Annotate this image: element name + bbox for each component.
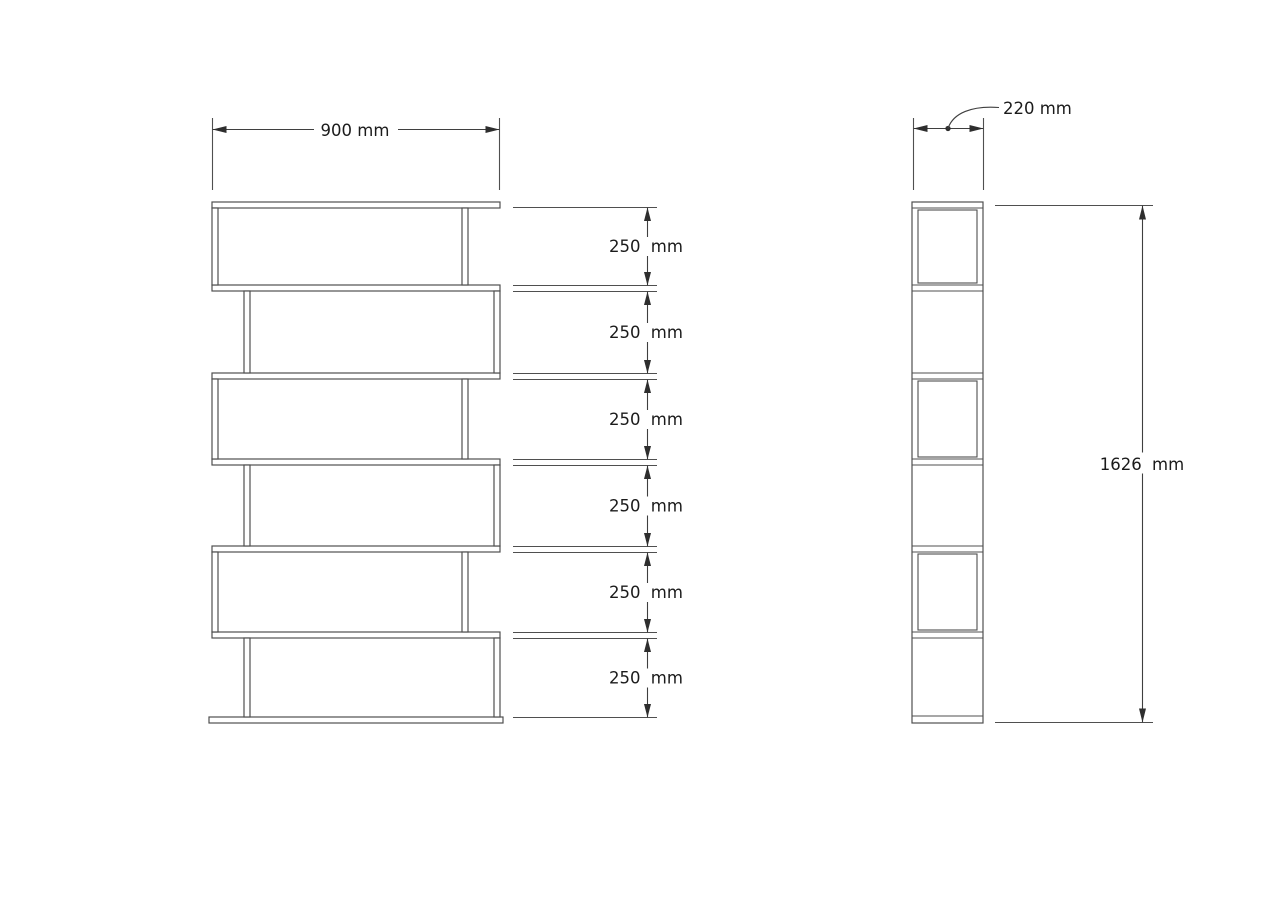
label-background bbox=[1099, 452, 1187, 474]
shelf-spacing-dimensions: 250 mm 250 mm 250 mm 250 mm 250 mm 250 m… bbox=[513, 206, 684, 719]
vertical-panel-row1-right bbox=[461, 207, 469, 286]
side-panel-frame-1 bbox=[917, 209, 978, 284]
shelf-spacing-label-6: 250 mm bbox=[609, 669, 683, 688]
label-background bbox=[610, 583, 684, 602]
side-view bbox=[911, 201, 984, 724]
side-panel-frame-3 bbox=[917, 380, 978, 458]
dimension-arrow-right bbox=[485, 126, 500, 133]
side-panel-frame-5 bbox=[917, 553, 978, 631]
shelf-board-4 bbox=[211, 458, 501, 466]
dimension-arrow-up bbox=[1139, 205, 1146, 220]
shelf-board-6 bbox=[211, 631, 501, 639]
vertical-panel-row6-right bbox=[493, 637, 501, 718]
board-edge-line bbox=[912, 284, 983, 292]
shelf-board-1 bbox=[211, 201, 501, 209]
height-dimension: 1626 mm bbox=[995, 204, 1187, 724]
extension-line-pair bbox=[513, 631, 657, 640]
vertical-panel-row4-right bbox=[493, 464, 501, 547]
dimension-arrow-up bbox=[644, 207, 651, 221]
vertical-panel-row4-left bbox=[243, 464, 251, 547]
vertical-panel-row2-left bbox=[243, 290, 251, 374]
label-background bbox=[610, 323, 684, 342]
vertical-panel-row6-left bbox=[243, 637, 251, 718]
dimension-arrow-up bbox=[644, 291, 651, 305]
leader-line bbox=[947, 106, 1000, 129]
shelf-board-bottom bbox=[208, 716, 504, 724]
vertical-panel-row5-right bbox=[461, 551, 469, 633]
width-dimension-label: 900 mm bbox=[321, 121, 390, 140]
depth-dimension: 220 mm bbox=[912, 99, 1072, 190]
dimension-arrow-up bbox=[644, 552, 651, 566]
dimension-arrow-right bbox=[969, 125, 984, 132]
extension-line-pair bbox=[513, 372, 657, 381]
shelf-board-3 bbox=[211, 372, 501, 380]
side-view-outline bbox=[911, 201, 984, 724]
vertical-panel-row3-left bbox=[211, 378, 219, 460]
shelf-spacing-label-3: 250 mm bbox=[609, 410, 683, 429]
vertical-panel-row3-right bbox=[461, 378, 469, 460]
shelf-board-2 bbox=[211, 284, 501, 292]
board-edge-line bbox=[912, 631, 983, 639]
dimension-arrow-down bbox=[644, 619, 651, 633]
width-dimension: 900 mm bbox=[211, 118, 501, 190]
label-background bbox=[610, 237, 684, 256]
vertical-panel-row5-left bbox=[211, 551, 219, 633]
dimension-arrow-left bbox=[212, 126, 227, 133]
extension-line-pair bbox=[513, 458, 657, 467]
dimension-arrow-down bbox=[644, 704, 651, 718]
dimension-arrow-down bbox=[644, 360, 651, 374]
vertical-panel-row1-left bbox=[211, 207, 219, 286]
dimension-arrow-down bbox=[1139, 708, 1146, 723]
dimension-arrow-down bbox=[644, 446, 651, 460]
vertical-panel-row2-right bbox=[493, 290, 501, 374]
height-dimension-label: 1626 mm bbox=[1100, 455, 1184, 474]
shelf-spacing-label-5: 250 mm bbox=[609, 583, 683, 602]
label-background bbox=[610, 668, 684, 688]
dimension-arrow-down bbox=[644, 533, 651, 547]
dimension-arrow-up bbox=[644, 638, 651, 652]
board-edge-line bbox=[912, 458, 983, 466]
dimension-arrow-up bbox=[644, 379, 651, 393]
dimension-arrow-up bbox=[644, 465, 651, 479]
dimension-arrow-down bbox=[644, 272, 651, 286]
dimension-arrow-left bbox=[913, 125, 928, 132]
shelf-spacing-label-4: 250 mm bbox=[609, 497, 683, 516]
shelf-board-5 bbox=[211, 545, 501, 553]
board-edge-line bbox=[912, 545, 983, 553]
label-background bbox=[610, 496, 684, 516]
label-background bbox=[314, 119, 398, 139]
front-view bbox=[208, 201, 504, 724]
shelf-spacing-label-2: 250 mm bbox=[609, 323, 683, 342]
extension-line-pair bbox=[513, 545, 657, 554]
extension-line-pair bbox=[513, 284, 657, 293]
label-background bbox=[610, 410, 684, 429]
depth-dimension-label: 220 mm bbox=[1003, 99, 1072, 118]
shelf-spacing-label-1: 250 mm bbox=[609, 237, 683, 256]
board-edge-line bbox=[912, 372, 983, 380]
